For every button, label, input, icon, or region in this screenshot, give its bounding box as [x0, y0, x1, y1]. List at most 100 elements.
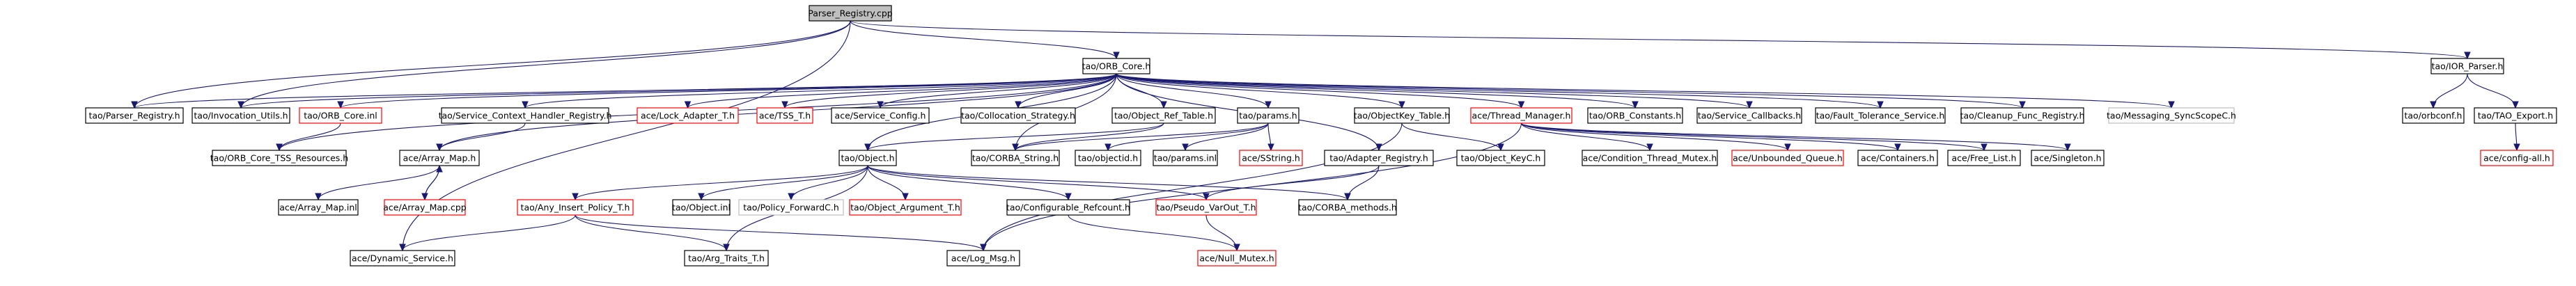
arrowhead-icon [1267, 143, 1274, 152]
edge-line [1116, 73, 1269, 109]
node-cleanup_func_registry_h[interactable]: tao/Cleanup_Func_Registry.h [1960, 107, 2085, 124]
node-corba_string_h[interactable]: tao/CORBA_String.h [971, 150, 1060, 166]
node-params_inl[interactable]: tao/params.inl [1153, 150, 1218, 166]
node-fault_tolerance_service_h[interactable]: tao/Fault_Tolerance_Service.h [1815, 107, 1946, 124]
node-pseudo_varout_t_h[interactable]: tao/Pseudo_VarOut_T.h [1155, 199, 1257, 216]
node-orb_core_inl[interactable]: tao/ORB_Core.inl [299, 107, 382, 124]
node-service_callbacks_h[interactable]: tao/Service_Callbacks.h [1696, 107, 1802, 124]
edge-orb_core_h-to-orb_core_inl [337, 73, 1117, 109]
node-box [1075, 150, 1141, 166]
edge-pseudo_varout_t_h-to-null_mutex_h [1205, 214, 1240, 252]
node-orbconf_h[interactable]: tao/orbconf.h [2402, 107, 2465, 124]
node-box [738, 199, 844, 216]
arrowhead-icon [684, 101, 692, 109]
node-array_map_cpp[interactable]: ace/Array_Map.cpp [383, 199, 467, 216]
node-box [2031, 150, 2105, 166]
node-box [1960, 107, 2084, 124]
node-array_map_inl[interactable]: ace/Array_Map.inl [278, 199, 359, 216]
node-box [85, 107, 184, 124]
node-policy_forwardc_h[interactable]: tao/Policy_ForwardC.h [738, 199, 844, 216]
node-object_ref_table_h[interactable]: tao/Object_Ref_Table.h [1111, 107, 1216, 124]
node-invocation_utils_h[interactable]: tao/Invocation_Utils.h [192, 107, 290, 124]
node-arg_traits_t_h[interactable]: tao/Arg_Traits_T.h [684, 250, 769, 267]
arrowhead-icon [2430, 101, 2437, 109]
node-parser_registry_cpp[interactable]: Parser_Registry.cpp [808, 5, 893, 22]
node-object_argument_t_h[interactable]: tao/Object_Argument_T.h [849, 199, 962, 216]
node-object_keyc_h[interactable]: tao/Object_KeyC.h [1456, 150, 1545, 166]
node-object_inl[interactable]: tao/Object.inl [672, 199, 731, 216]
node-box [831, 107, 930, 124]
edge-line [240, 20, 851, 109]
node-ior_parser_h[interactable]: tao/IOR_Parser.h [2430, 58, 2504, 74]
node-tao_export_h[interactable]: tao/TAO_Export.h [2474, 107, 2557, 124]
node-containers_h[interactable]: ace/Containers.h [1857, 150, 1938, 166]
edge-any_insert_policy_t_h-to-dynamic_service_h [399, 214, 576, 252]
edge-orb_core_h-to-fault_tolerance_service_h [1116, 73, 1884, 109]
node-dynamic_service_h[interactable]: ace/Dynamic_Service.h [350, 250, 455, 267]
node-label: ace/Array_Map.inl [279, 202, 357, 213]
arrowhead-icon [1265, 101, 1272, 109]
edge-line [1205, 214, 1238, 251]
edge-orb_core_h-to-tss_t_h [781, 73, 1117, 109]
arrowhead-icon [1517, 101, 1525, 109]
node-label: tao/Policy_ForwardC.h [743, 202, 839, 213]
edge-line [790, 165, 868, 200]
node-singleton_h[interactable]: ace/Singleton.h [2031, 150, 2105, 166]
node-box [1111, 107, 1216, 124]
node-service_config_h[interactable]: ace/Service_Config.h [831, 107, 930, 124]
node-array_map_h[interactable]: ace/Array_Map.h [399, 150, 480, 166]
node-box [1197, 250, 1277, 267]
node-box [192, 107, 290, 124]
node-configurable_refcount_h[interactable]: tao/Configurable_Refcount.h [1006, 199, 1130, 216]
edge-objectkey_table_h-to-object_keyc_h [1401, 122, 1504, 152]
node-label: tao/TAO_Export.h [2478, 111, 2553, 121]
node-log_msg_h[interactable]: ace/Log_Msg.h [946, 250, 1020, 267]
arrowhead-icon [131, 101, 138, 109]
node-orb_core_tss_resources_h[interactable]: tao/ORB_Core_TSS_Resources.h [210, 150, 348, 166]
node-label: tao/ORB_Core.inl [304, 111, 377, 121]
node-label: tao/Object_Argument_T.h [850, 202, 960, 213]
node-label: ace/Free_List.h [1952, 153, 2017, 164]
node-objectkey_table_h[interactable]: tao/ObjectKey_Table.h [1354, 107, 1450, 124]
node-null_mutex_h[interactable]: ace/Null_Mutex.h [1197, 250, 1277, 267]
node-free_list_h[interactable]: ace/Free_List.h [1947, 150, 2021, 166]
node-condition_thread_mutex_h[interactable]: ace/Condition_Thread_Mutex.h [1582, 150, 1718, 166]
edge-params_h-to-corba_string_h [1012, 122, 1269, 152]
node-label: ace/Condition_Thread_Mutex.h [1583, 153, 1717, 164]
edge-array_map_cpp-to-array_map_h [424, 164, 443, 200]
node-box [2402, 107, 2465, 124]
node-collocation_strategy_h[interactable]: tao/Collocation_Strategy.h [960, 107, 1076, 124]
node-box [2480, 150, 2554, 166]
node-thread_manager_h[interactable]: ace/Thread_Manager.h [1470, 107, 1572, 124]
node-label: tao/Object.inl [672, 202, 731, 213]
node-unbounded_queue_h[interactable]: ace/Unbounded_Queue.h [1731, 150, 1844, 166]
node-config_all_h[interactable]: ace/config-all.h [2480, 150, 2554, 166]
node-orb_core_h[interactable]: tao/ORB_Core.h [1082, 58, 1151, 74]
edge-line [1520, 122, 1985, 151]
arrowhead-icon [864, 143, 871, 152]
node-service_context_handler_registry_h[interactable]: tao/Service_Context_Handler_Registry.h [439, 107, 612, 124]
arrowhead-icon [315, 193, 322, 201]
node-label: tao/objectid.h [1078, 153, 1138, 164]
edge-orb_core_h-to-collocation_strategy_h [1015, 73, 1117, 109]
node-parser_registry_h[interactable]: tao/Parser_Registry.h [85, 107, 184, 124]
edge-line [784, 73, 1117, 109]
node-messaging_syncscopec_h[interactable]: tao/Messaging_SyncScopeC.h [2107, 107, 2236, 124]
edge-line [867, 165, 1207, 200]
node-orb_constants_h[interactable]: tao/ORB_Constants.h [1587, 107, 1683, 124]
node-params_h[interactable]: tao/params.h [1237, 107, 1299, 124]
edges-layer [131, 20, 2520, 252]
node-sstring_h[interactable]: ace/SString.h [1239, 150, 1303, 166]
node-any_insert_policy_t_h[interactable]: tao/Any_Insert_Policy_T.h [517, 199, 634, 216]
node-lock_adapter_t_h[interactable]: ace/Lock_Adapter_T.h [637, 107, 739, 124]
node-object_h[interactable]: tao/Object.h [838, 150, 897, 166]
edge-line [318, 165, 440, 200]
node-box [1456, 150, 1545, 166]
edge-orb_core_h-to-service_context_handler_registry_h [522, 73, 1117, 109]
node-corba_methods_h[interactable]: tao/CORBA_methods.h [1298, 199, 1397, 216]
node-adapter_registry_h[interactable]: tao/Adapter_Registry.h [1324, 150, 1434, 166]
arrowhead-icon [1746, 101, 1753, 109]
arrowhead-icon [1012, 143, 1019, 152]
node-objectid_h[interactable]: tao/objectid.h [1075, 150, 1141, 166]
node-tss_t_h[interactable]: ace/TSS_T.h [756, 107, 813, 124]
